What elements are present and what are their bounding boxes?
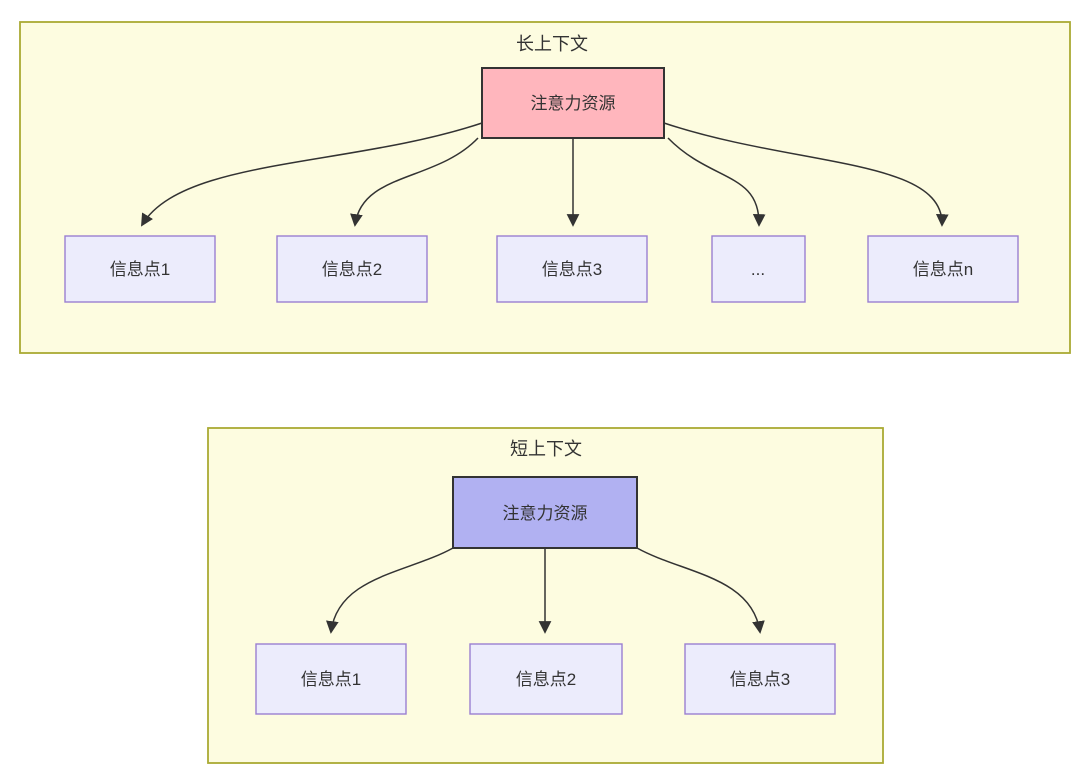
long-info-label-n: 信息点n: [913, 260, 973, 279]
short-info-label-2: 信息点2: [516, 670, 576, 689]
short-edge-1: [326, 547, 454, 634]
long-edge-1: [141, 122, 483, 227]
long-info-box-n: [867, 235, 1019, 303]
long-attention-label: 注意力资源: [531, 94, 616, 113]
long-context-title: 长上下文: [516, 34, 588, 54]
long-info-label-ellipsis: ...: [751, 260, 765, 279]
long-info-box-ellipsis: [711, 235, 806, 303]
short-context-title: 短上下文: [510, 439, 582, 459]
long-info-box-1: [64, 235, 216, 303]
short-attention-box: [452, 476, 638, 549]
short-info-box-3: [684, 643, 836, 715]
long-attention-box: [481, 67, 665, 139]
short-info-label-1: 信息点1: [301, 670, 361, 689]
long-edge-2: [350, 137, 479, 227]
long-info-label-2: 信息点2: [322, 260, 382, 279]
long-info-box-3: [496, 235, 648, 303]
short-info-box-2: [469, 643, 623, 715]
short-edge-3: [636, 547, 765, 634]
long-info-box-2: [276, 235, 428, 303]
long-context-group: 长上下文 注意力资源 信息点1 信息点2 信息点3 ... 信息点n: [19, 21, 1071, 354]
long-info-label-1: 信息点1: [110, 260, 170, 279]
long-info-label-3: 信息点3: [542, 260, 602, 279]
short-context-group: 短上下文 注意力资源 信息点1 信息点2 信息点3: [207, 427, 884, 764]
short-attention-label: 注意力资源: [503, 504, 588, 523]
short-info-box-1: [255, 643, 407, 715]
long-edge-4: [667, 137, 766, 227]
long-edge-5: [663, 122, 949, 227]
short-info-label-3: 信息点3: [730, 670, 790, 689]
